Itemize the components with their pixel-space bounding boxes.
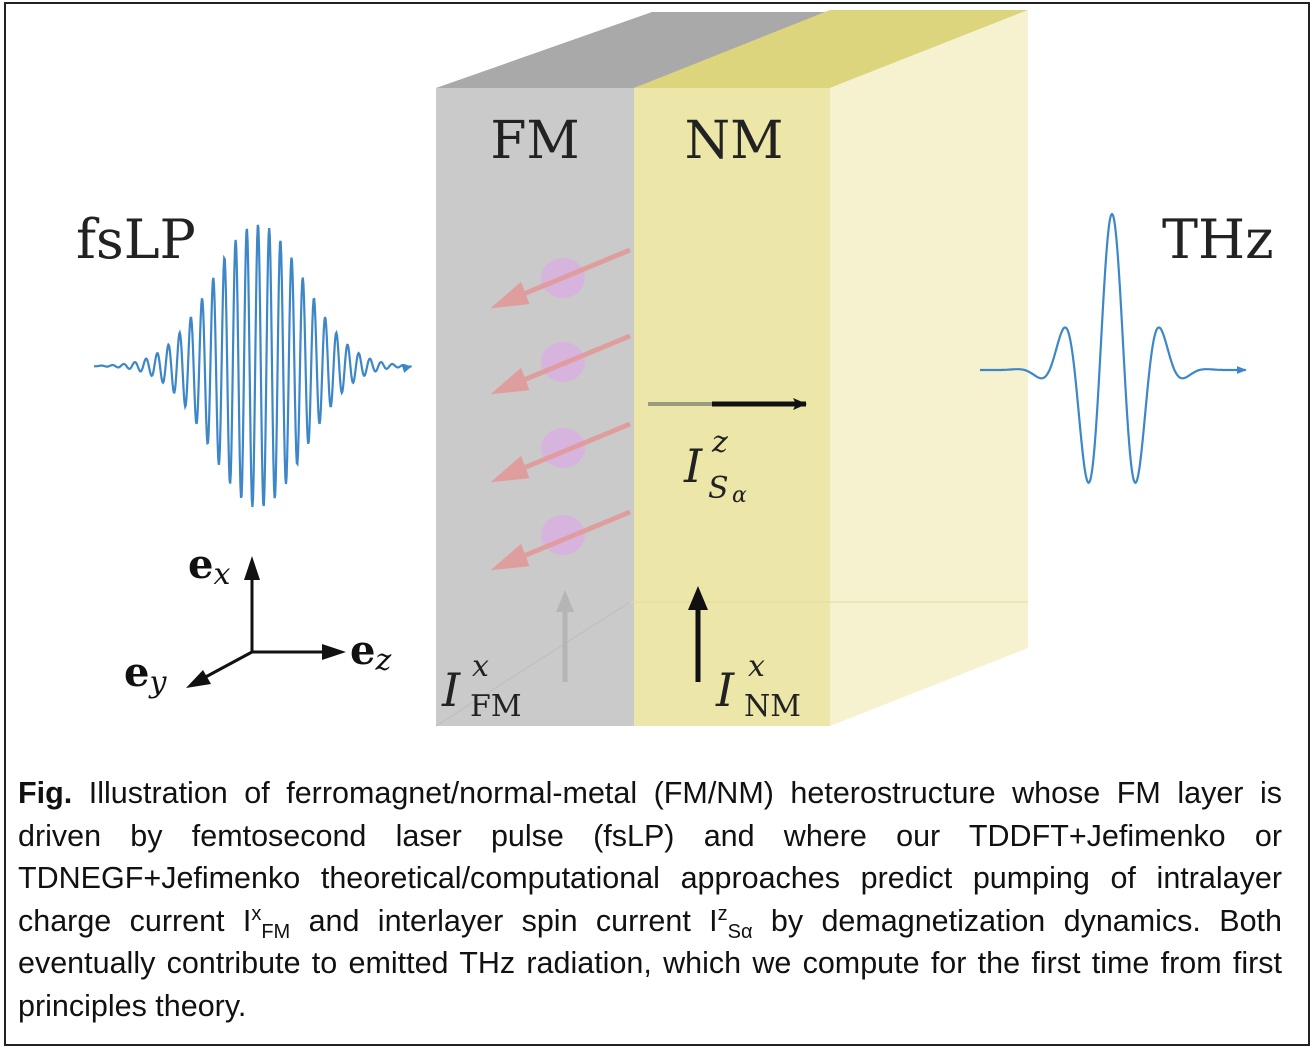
- caption-sup-1: x: [251, 902, 262, 925]
- figure-caption: Fig. Illustration of ferromagnet/normal-…: [18, 772, 1282, 1027]
- axis-x-label: ex: [188, 541, 230, 592]
- caption-sup-2: z: [717, 902, 728, 925]
- spin-arrow: [513, 509, 631, 563]
- caption-text-1: Illustration of ferromagnet/normal-metal…: [18, 776, 1282, 938]
- thz-label: THz: [1162, 208, 1274, 271]
- spin-current-label: I z S α: [683, 409, 747, 509]
- axis-z-label: ez: [350, 627, 391, 678]
- fslp-wave-packet: [94, 224, 413, 508]
- fm-layer-label: FM: [490, 111, 579, 171]
- caption-sub-2: Sα: [727, 920, 753, 943]
- nm-front-face: [634, 88, 830, 726]
- caption-prefix: Fig.: [18, 776, 73, 810]
- caption-text-3: by demagnetization dynamics. Both eventu…: [18, 903, 1282, 1023]
- spin-arrow-head: [490, 367, 530, 395]
- back-edge-line: [435, 601, 631, 727]
- caption-sub-1: FM: [261, 920, 291, 943]
- axis-x-head: [244, 556, 260, 580]
- fslp-label: fsLP: [76, 208, 196, 271]
- fm-current-label: I x FM: [441, 633, 522, 724]
- heterostructure-diagram: FM NM I z S α I x FM I: [76, 10, 1274, 727]
- caption-text-2: and interlayer spin current I: [290, 903, 718, 938]
- axis-y-label: ey: [124, 649, 167, 700]
- axis-z-head: [322, 644, 346, 660]
- axis-y-head: [186, 670, 211, 688]
- fm-front-face: [436, 88, 634, 726]
- axis-y-line: [199, 650, 253, 682]
- coordinate-axes: ex ez ey: [124, 541, 391, 700]
- spin-arrow: [513, 247, 631, 301]
- fm-current-arrow-head: [556, 590, 574, 612]
- spin-arrow-head: [490, 543, 530, 571]
- nm-current-label: I x NM: [715, 633, 801, 724]
- nm-current-arrow-head: [688, 586, 708, 610]
- spin-arrow: [513, 421, 631, 475]
- spin-arrow: [513, 333, 631, 387]
- nm-layer-label: NM: [685, 111, 784, 171]
- nm-top-face: [634, 10, 1028, 88]
- spin-moments: [490, 247, 631, 571]
- thz-wave: [980, 212, 1247, 485]
- fm-top-face: [436, 12, 830, 88]
- nm-side-face: [830, 10, 1028, 726]
- spin-arrow-head: [490, 281, 530, 309]
- spin-arrow-head: [490, 455, 530, 483]
